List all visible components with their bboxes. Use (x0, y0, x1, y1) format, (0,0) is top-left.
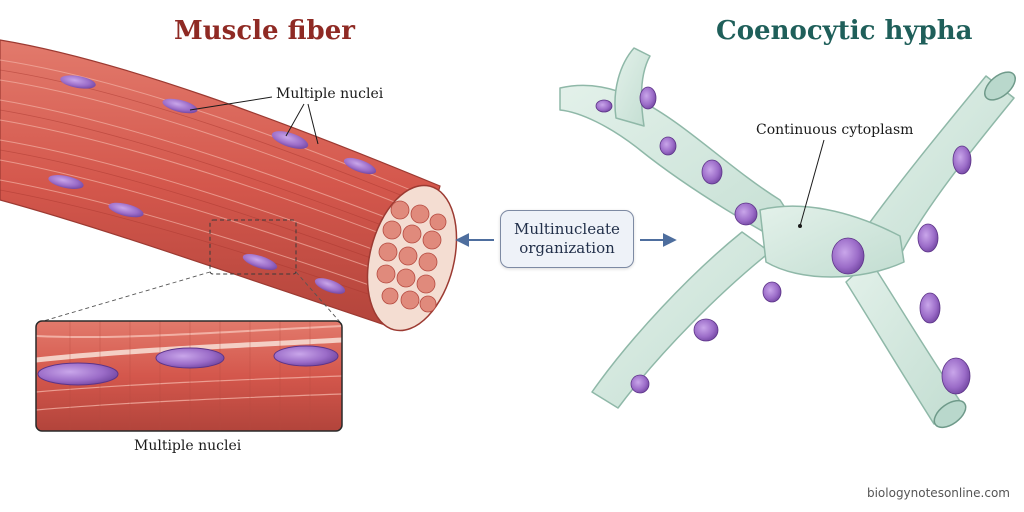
muscle-fiber-title: Muscle fiber (174, 16, 355, 46)
inset-nuclei-label: Multiple nuclei (134, 438, 242, 454)
watermark: biologynotesonline.com (866, 486, 1010, 500)
cytoplasm-label: Continuous cytoplasm (756, 122, 914, 138)
nucleus (162, 98, 198, 114)
zoom-region (209, 219, 297, 275)
nucleus (37, 362, 119, 386)
nucleus (659, 136, 677, 156)
nucleus (60, 75, 96, 89)
nucleus (595, 99, 613, 113)
nuclei-pointers (189, 96, 319, 145)
nucleus (952, 145, 972, 175)
nucleus (762, 281, 782, 303)
fiber-nuclei (48, 75, 377, 294)
fiber-nuclei-label: Multiple nuclei (276, 86, 384, 102)
nucleus (831, 237, 865, 275)
nucleus (155, 347, 225, 369)
nucleus (273, 345, 339, 367)
nucleus (343, 157, 377, 175)
fiber-cross-section (366, 184, 458, 332)
nucleus (734, 202, 758, 226)
hypha-end (984, 71, 1016, 101)
multinucleate-label-box: Multinucleate organization (500, 210, 634, 268)
nucleus (693, 318, 719, 342)
nucleus (941, 357, 971, 395)
coenocytic-hypha (559, 47, 1016, 429)
inset-zoom (35, 320, 343, 432)
cytoplasm-pointer (799, 139, 825, 227)
nucleus (639, 86, 657, 110)
nucleus (108, 202, 144, 218)
nucleus (919, 292, 941, 324)
center-label-line-2: organization (519, 239, 615, 257)
nucleus (630, 374, 650, 394)
nucleus (271, 131, 309, 149)
nucleus (48, 175, 84, 189)
nucleus (917, 223, 939, 253)
nucleus (701, 159, 723, 185)
hypha-nuclei (595, 86, 972, 395)
hypha-title: Coenocytic hypha (716, 16, 973, 46)
muscle-fiber (0, 39, 458, 332)
nucleus (242, 254, 278, 270)
center-label-line-1: Multinucleate (514, 220, 620, 238)
nucleus (314, 278, 346, 294)
hypha-end (933, 399, 967, 429)
